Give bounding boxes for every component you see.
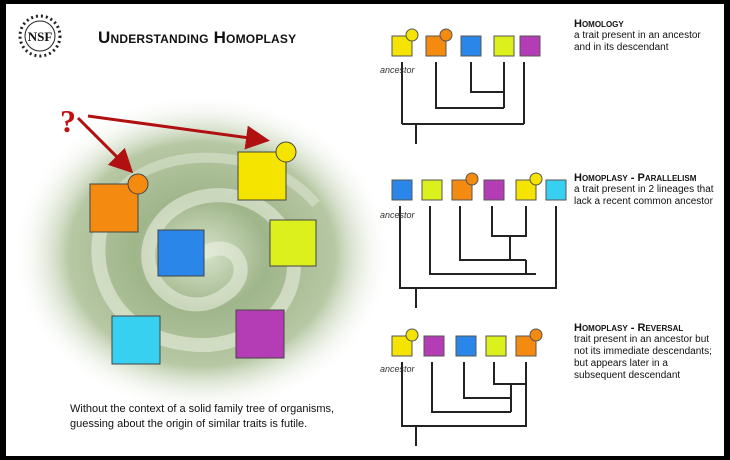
logo-text: NSF <box>28 29 53 44</box>
panel-description: a trait present in 2 lineages that lack … <box>574 184 714 207</box>
question-mark: ? <box>60 103 76 139</box>
caption-text: Without the context of a solid family tr… <box>70 403 335 430</box>
ancestor-label-1: ancestor <box>380 65 416 75</box>
tree-reversal: ancestor <box>380 328 543 446</box>
panel-heading: Homoplasy - Reversal <box>574 322 684 334</box>
left-squares <box>89 141 317 365</box>
homoplasy-poster: NSF ? <box>6 4 724 456</box>
lime-square <box>269 219 317 267</box>
yellow-trait-dot <box>275 141 297 163</box>
panel-homology: Homology a trait present in an ancestor … <box>574 18 714 54</box>
arrow-to-orange <box>76 116 134 174</box>
panel-heading: Homoplasy - Parallelism <box>574 172 697 184</box>
tree-homology: ancestor <box>380 28 541 144</box>
cyan-square <box>111 315 161 365</box>
ancestor-label-2: ancestor <box>380 210 416 220</box>
yellow-square <box>237 151 287 201</box>
arrow-to-yellow <box>87 114 270 150</box>
orange-square <box>89 183 139 233</box>
nsf-logo: NSF <box>18 14 62 58</box>
panel-description: a trait present in an ancestor and in it… <box>574 30 701 53</box>
ancestor-label-3: ancestor <box>380 364 416 374</box>
purple-square <box>235 309 285 359</box>
poster-title: Understanding Homoplasy <box>98 28 297 47</box>
panel-heading: Homology <box>574 18 624 30</box>
panel-parallelism: Homoplasy - Parallelism a trait present … <box>574 172 714 208</box>
tree-parallelism: ancestor <box>380 172 567 308</box>
panel-reversal: Homoplasy - Reversal trait present in an… <box>574 322 714 382</box>
illustration: NSF ? <box>12 14 567 446</box>
panel-description: trait present in an ancestor but not its… <box>574 334 712 381</box>
orange-trait-dot <box>127 173 149 195</box>
blue-square <box>157 229 205 277</box>
